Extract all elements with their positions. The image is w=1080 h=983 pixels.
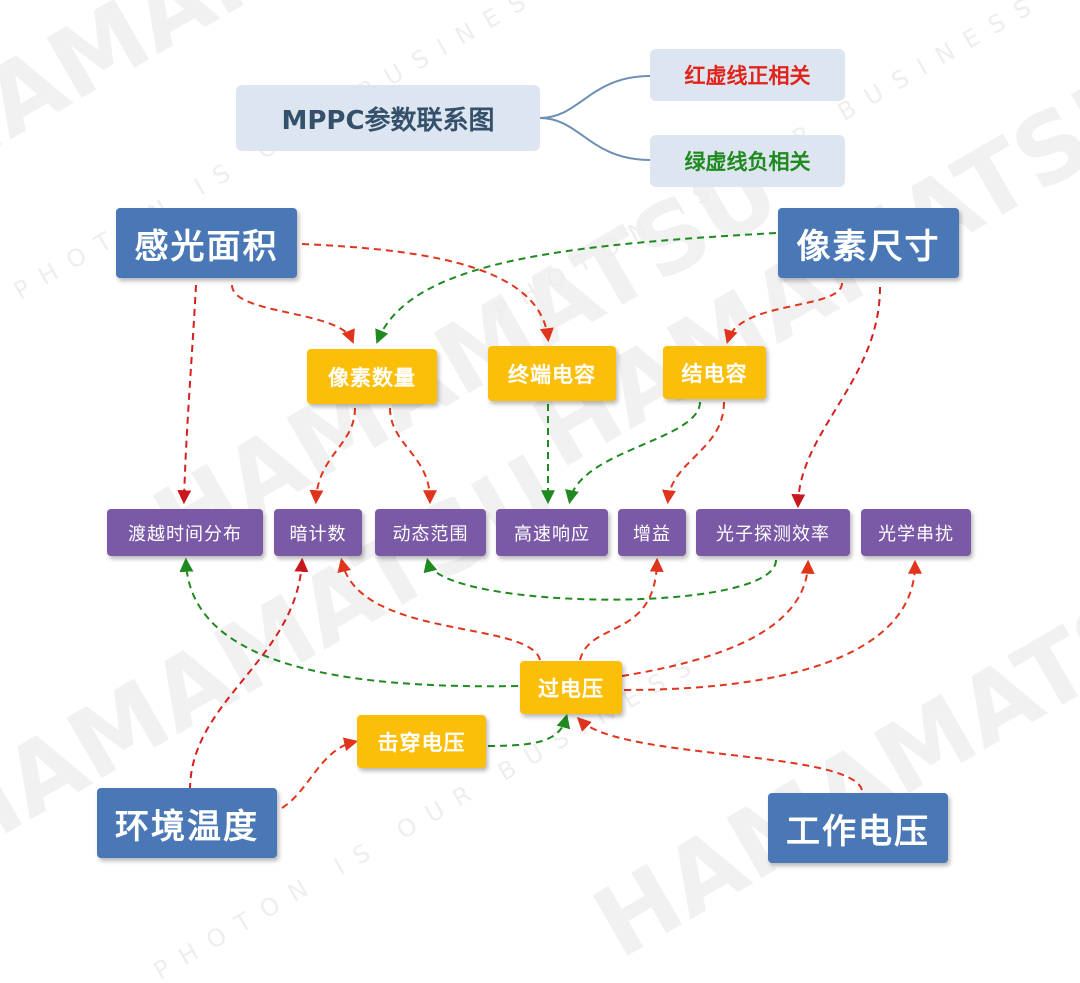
edge-overvoltage-pde [621,559,815,677]
node-high-speed: 高速响应 [496,509,608,556]
node-pixel-count: 像素数量 [307,349,437,404]
node-terminal-cap: 终端电容 [488,346,616,401]
edge-junctioncap-gain [662,401,725,505]
edge-overvoltage-crosstalk [623,559,922,691]
node-temperature: 环境温度 [97,788,277,858]
edge-area-pixelcount [231,284,355,344]
edge-junctioncap-highspeed [565,401,701,505]
edge-pixelsize-pde [791,286,881,509]
node-breakdown: 击穿电压 [357,715,486,768]
legend-negative: 绿虚线负相关 [650,135,845,187]
edge-pixelsize-junctioncap [724,282,843,345]
node-voltage: 工作电压 [768,793,948,863]
edge-overvoltage-darkcount [337,557,541,661]
diagram-title: MPPC参数联系图 [236,85,540,151]
node-pde: 光子探测效率 [696,509,850,556]
node-crosstalk: 光学串扰 [861,509,971,556]
legend-connector [539,117,651,161]
legend-positive: 红虚线正相关 [650,49,845,101]
edge-area-terminalcap [301,243,554,343]
edge-temperature-darkcount [189,557,309,791]
legend-connector [539,75,651,119]
edge-voltage-overvoltage [577,717,863,791]
edge-pixelcount-dynamicrange [389,407,437,505]
edge-overvoltage-gain [579,557,664,661]
edge-area-transit [177,284,197,505]
node-gain: 增益 [618,509,686,556]
node-pixel-size: 像素尺寸 [778,208,959,278]
node-area: 感光面积 [116,208,297,278]
edge-overvoltage-transit [179,557,519,688]
edge-pixelsize-pixelcount [375,232,777,344]
node-dynamic-range: 动态范围 [375,509,486,556]
edge-pixelcount-darkcount [309,407,356,505]
edge-temperature-breakdown [281,737,359,809]
node-dark-count: 暗计数 [274,509,362,556]
node-overvoltage: 过电压 [520,661,622,714]
edge-pde-dynamicrange [423,557,777,601]
node-transit-time: 渡越时间分布 [107,509,263,556]
node-junction-cap: 结电容 [663,346,766,399]
edge-breakdown-overvoltage [487,713,571,747]
